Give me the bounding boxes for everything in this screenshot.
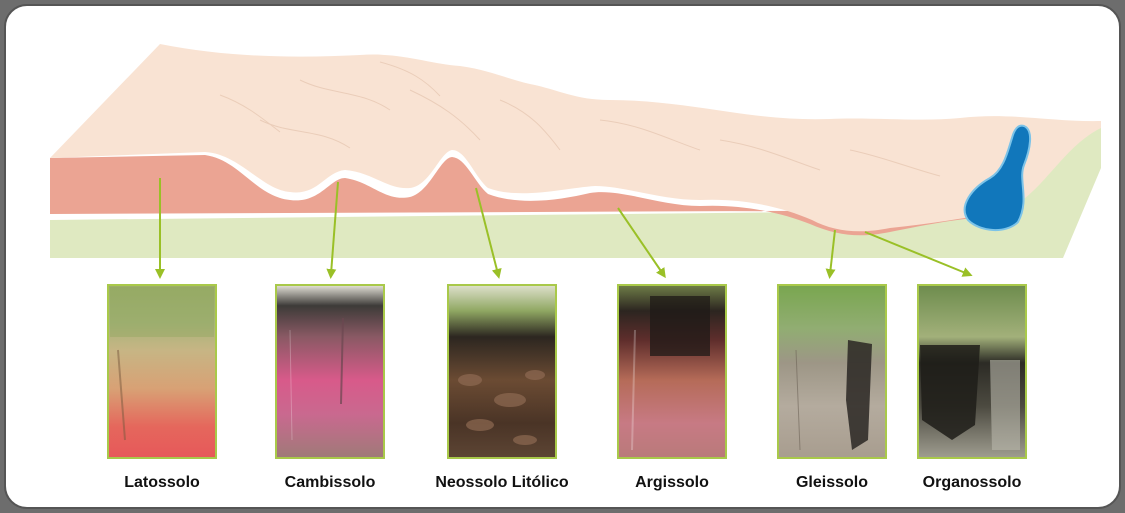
label-latossolo: Latossolo <box>124 474 200 491</box>
latossolo-photo <box>108 285 216 458</box>
argissolo-photo <box>618 285 726 458</box>
gleissolo-photo <box>778 285 886 458</box>
organossolo-photo <box>918 285 1026 458</box>
cambissolo-photo <box>276 285 384 458</box>
label-argissolo: Argissolo <box>635 474 709 491</box>
label-cambissolo: Cambissolo <box>285 474 376 491</box>
label-organossolo: Organossolo <box>923 474 1022 491</box>
neossolo-photo <box>448 285 556 458</box>
label-gleissolo: Gleissolo <box>796 474 868 491</box>
label-neossolo-litolico: Neossolo Litólico <box>435 474 569 491</box>
